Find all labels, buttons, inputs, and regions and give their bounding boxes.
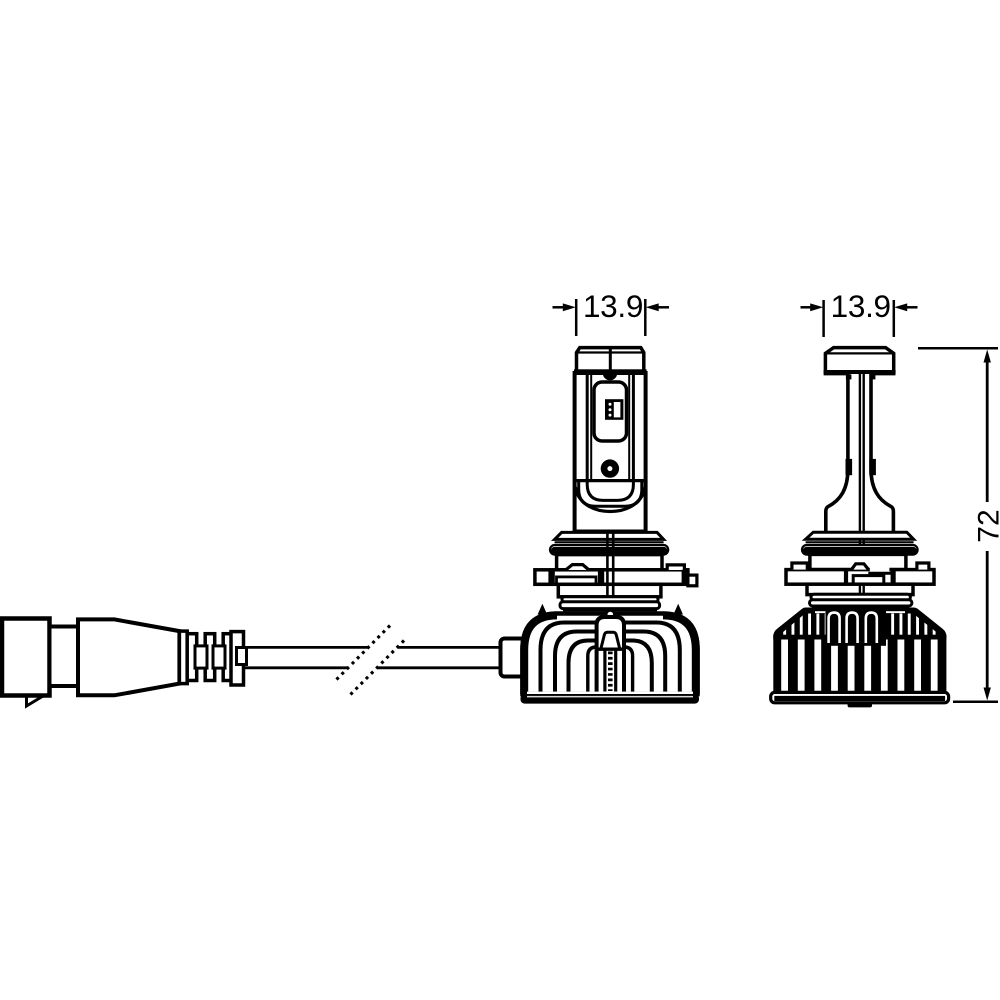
svg-text:72: 72: [973, 509, 1000, 542]
svg-text:13.9: 13.9: [583, 288, 643, 324]
svg-text:13.9: 13.9: [831, 288, 891, 324]
